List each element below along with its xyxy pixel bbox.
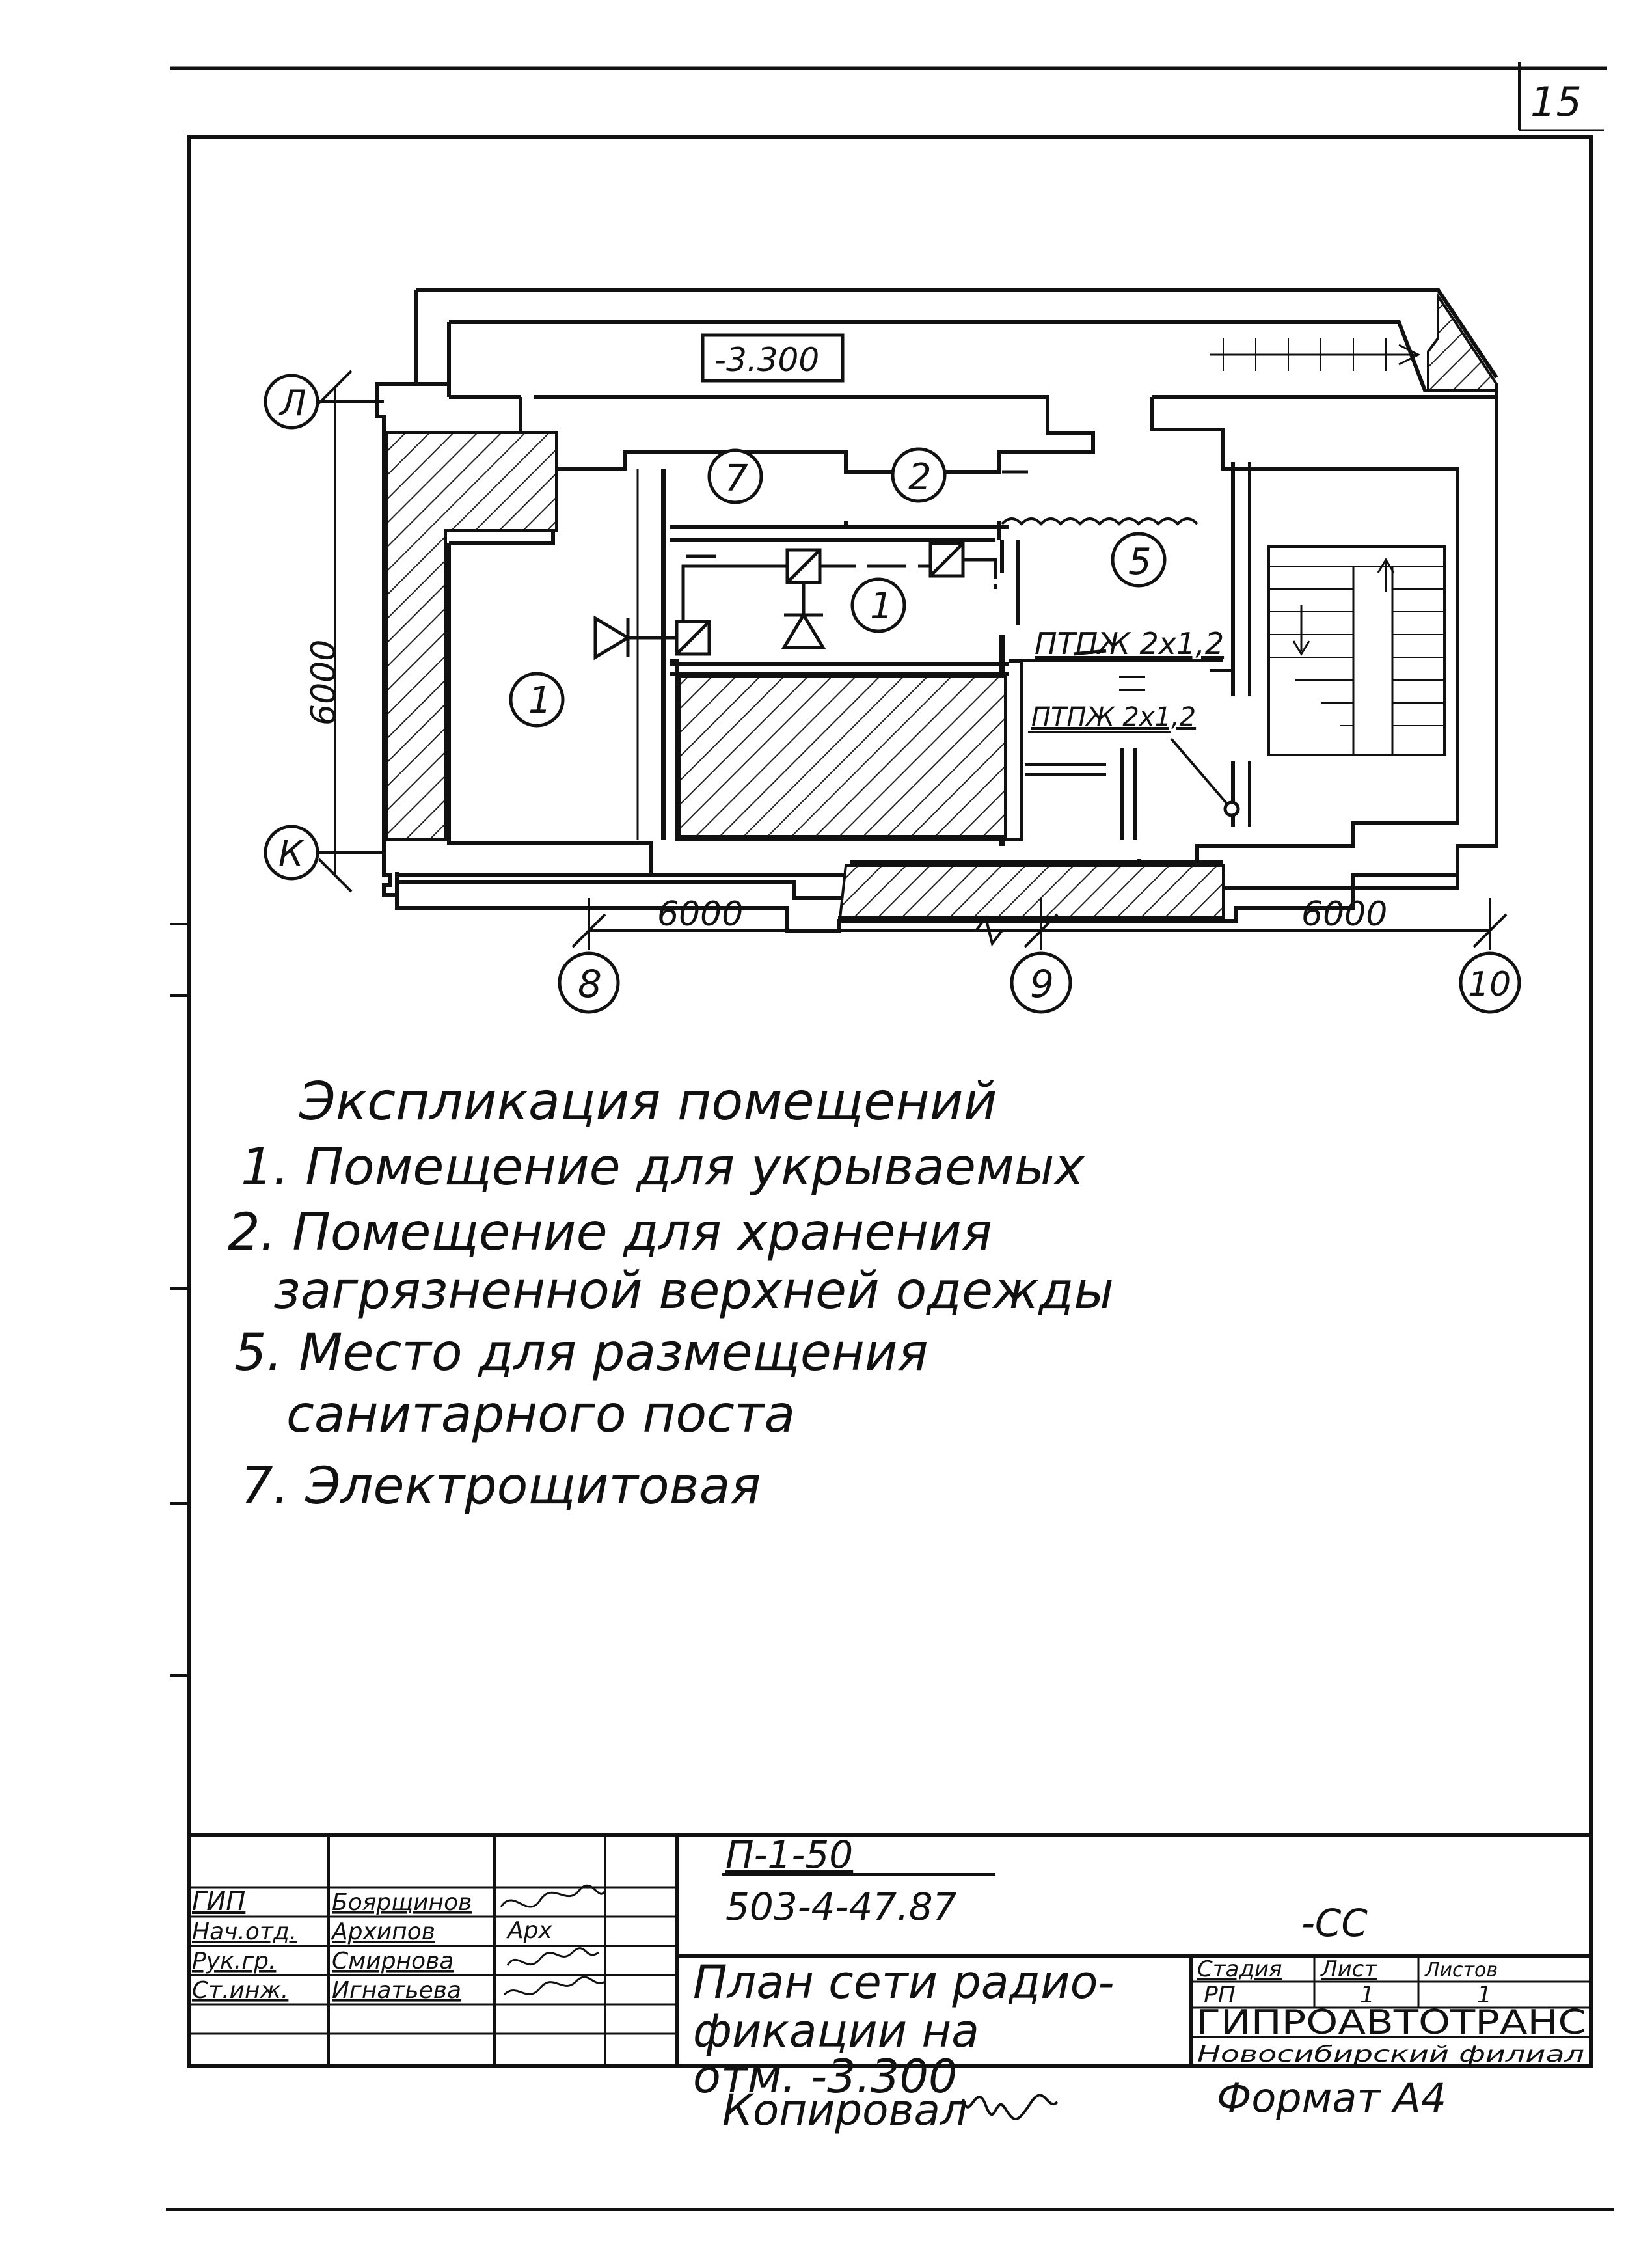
- legend-item: 2. Помещение для хранения: [228, 1203, 992, 1262]
- svg-text:К: К: [278, 833, 305, 874]
- room-marker-7: 7: [707, 448, 763, 504]
- title-name: Смирнова: [332, 1948, 454, 1974]
- title-role: Нач.отд.: [192, 1919, 297, 1945]
- legend-item: 1. Помещение для укрываемых: [241, 1138, 1085, 1197]
- legend-item: 5. Место для размещения: [234, 1324, 928, 1382]
- sheets-value: 1: [1477, 1982, 1492, 2008]
- svg-text:10: 10: [1468, 965, 1511, 1004]
- legend-item: загрязненной верхней одежды: [273, 1262, 1114, 1320]
- svg-text:9: 9: [1030, 962, 1054, 1006]
- junction-box-icon: [1223, 800, 1240, 817]
- legend-item: санитарного поста: [286, 1386, 795, 1444]
- drawing-title-line3: отм. -3.300: [693, 2050, 958, 2103]
- drawing-title-line2: фикации на: [693, 2004, 979, 2058]
- horn-speaker-icon: [593, 615, 657, 661]
- axis-marker-col-9: 9: [1010, 951, 1072, 1014]
- stage-header: Стадия: [1197, 1956, 1282, 1982]
- copier-signature: [962, 2094, 1059, 2120]
- organization-branch: Новосибирский филиал: [1197, 2042, 1584, 2068]
- svg-text:1: 1: [528, 679, 552, 722]
- project-code-line2: 503-4-47.87: [725, 1885, 957, 1929]
- axis-marker-col-8: 8: [558, 951, 620, 1014]
- title-role: Ст.инж.: [192, 1977, 288, 2004]
- room-legend: Экспликация помещений 1. Помещение для у…: [228, 1071, 1114, 1516]
- loudspeaker-icon: [785, 548, 822, 584]
- copied-label: Копировал: [722, 2085, 968, 2135]
- svg-text:5: 5: [1128, 541, 1152, 583]
- room-marker-1-large: 1: [509, 672, 565, 728]
- drawing-mark: -СС: [1301, 1901, 1368, 1945]
- elevation-box: -3.300: [701, 333, 845, 383]
- sheet-header: Лист: [1320, 1956, 1377, 1982]
- title-block: [189, 1833, 1591, 2066]
- dimension-vertical: 6000: [305, 640, 344, 726]
- signature-scribbles: [500, 1884, 606, 1996]
- horn-speaker-icon: [781, 612, 826, 649]
- sheet-number: 15: [1530, 78, 1582, 126]
- axis-marker-col-10: 10: [1459, 951, 1521, 1014]
- title-name: Боярщинов: [332, 1889, 472, 1916]
- dimension-lines: [312, 370, 1508, 950]
- axis-marker-row-bottom: К: [264, 825, 319, 881]
- sheet-frame: [166, 62, 1614, 2211]
- sheets-header: Листов: [1424, 1959, 1498, 1982]
- organization-name: ГИПРОАВТОТРАНС: [1196, 2003, 1586, 2042]
- axis-marker-row-top: Л: [264, 374, 319, 430]
- loudspeaker-icon: [928, 541, 965, 578]
- format-label: Формат А4: [1217, 2074, 1446, 2122]
- stage-value: РП: [1204, 1982, 1236, 2008]
- radio-network: [657, 558, 1231, 808]
- dimension-bottom-right: 6000: [1301, 895, 1387, 934]
- room-marker-1-small: 1: [850, 577, 906, 633]
- legend-title: Экспликация помещений: [299, 1071, 997, 1132]
- svg-text:8: 8: [578, 962, 602, 1006]
- cable-label-lower: ПТПЖ 2х1,2: [1031, 702, 1196, 732]
- title-name: Игнатьева: [332, 1977, 461, 2004]
- room-marker-2: 2: [891, 447, 947, 503]
- signature-arkhipov: Арх: [506, 1917, 552, 1944]
- cable-label-upper: ПТПЖ 2х1,2: [1035, 626, 1224, 661]
- drawing-title-line1: План сети радио-: [693, 1956, 1115, 2009]
- svg-text:Л: Л: [278, 383, 306, 424]
- svg-text:-3.300: -3.300: [714, 341, 819, 379]
- title-role: Рук.гр.: [192, 1948, 276, 1974]
- title-role: ГИП: [192, 1887, 245, 1917]
- room-marker-5: 5: [1111, 532, 1167, 588]
- loudspeaker-icon: [675, 620, 711, 656]
- svg-text:7: 7: [725, 458, 748, 500]
- dimension-bottom-left: 6000: [657, 895, 743, 934]
- legend-item: 7. Электрощитовая: [241, 1457, 761, 1516]
- hatched-walls: [386, 292, 1498, 925]
- project-code-line1: П-1-50: [725, 1833, 853, 1877]
- title-name: Архипов: [331, 1919, 435, 1945]
- svg-text:1: 1: [870, 585, 893, 627]
- sheet-value: 1: [1360, 1982, 1375, 2008]
- svg-text:2: 2: [908, 456, 932, 499]
